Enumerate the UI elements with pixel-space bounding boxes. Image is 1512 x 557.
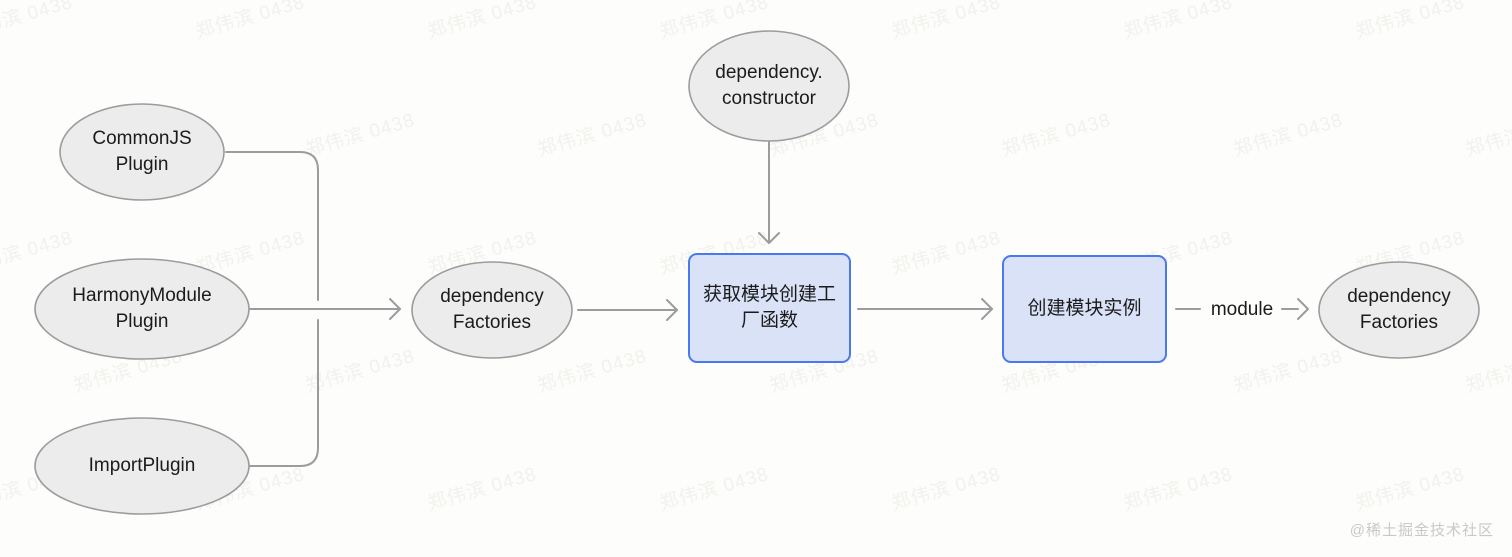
edge-dependency-factories-to-get-module-factory-arrowhead xyxy=(666,299,678,321)
dependency-factories-node-label-line: Factories xyxy=(453,312,531,333)
edge-merge-to-dependency-factories-arrowhead xyxy=(389,298,401,320)
dependency-factories-node-label-line: dependency xyxy=(440,286,544,307)
create-module-instance-box-shape[interactable] xyxy=(1002,255,1167,363)
commonjs-plugin-node-label-line: Plugin xyxy=(116,154,169,175)
nodes-group: CommonJSPluginHarmonyModulePluginImportP… xyxy=(34,30,1480,515)
dependency-factories-result-node-label-line: dependency xyxy=(1347,286,1451,307)
dependency-factories-result-node-label-line: Factories xyxy=(1360,312,1438,333)
attribution-text: @稀土掘金技术社区 xyxy=(1349,522,1494,539)
create-module-instance-box-label-line: 创建模块实例 xyxy=(1027,297,1141,319)
get-module-factory-box-label-line: 获取模块创建工 xyxy=(703,283,836,305)
import-plugin-node-label-line: ImportPlugin xyxy=(89,455,196,476)
dependency-factories-node-shape[interactable] xyxy=(411,261,573,359)
edges-group: module xyxy=(225,141,1309,467)
edge-create-module-instance-to-result-arrowhead xyxy=(1297,298,1309,320)
edge-get-module-factory-to-create-module-instance-arrowhead xyxy=(981,298,993,320)
dependency-factories-result-node-shape[interactable] xyxy=(1318,261,1480,359)
edge-commonjs-to-merge xyxy=(225,151,319,301)
get-module-factory-box-label-line: 厂函数 xyxy=(741,309,798,331)
dependency-constructor-node-shape[interactable] xyxy=(688,30,850,142)
dependency-constructor-node-label-line: dependency. xyxy=(715,62,822,83)
edge-label-e-create-result: module xyxy=(1211,299,1273,320)
dependency-constructor-node-label-line: constructor xyxy=(722,88,817,109)
harmonymodule-plugin-node-label-line: HarmonyModule xyxy=(72,285,211,306)
get-module-factory-box-shape[interactable] xyxy=(688,253,851,363)
commonjs-plugin-node-label-line: CommonJS xyxy=(92,128,191,149)
harmonymodule-plugin-node-label-line: Plugin xyxy=(116,311,169,332)
import-plugin-node-shape[interactable] xyxy=(34,417,250,515)
harmonymodule-plugin-node-shape[interactable] xyxy=(34,258,250,360)
edge-importplugin-to-merge xyxy=(249,319,319,467)
edge-dependency-constructor-to-get-module-factory-arrowhead xyxy=(758,232,780,244)
commonjs-plugin-node-shape[interactable] xyxy=(59,103,225,201)
